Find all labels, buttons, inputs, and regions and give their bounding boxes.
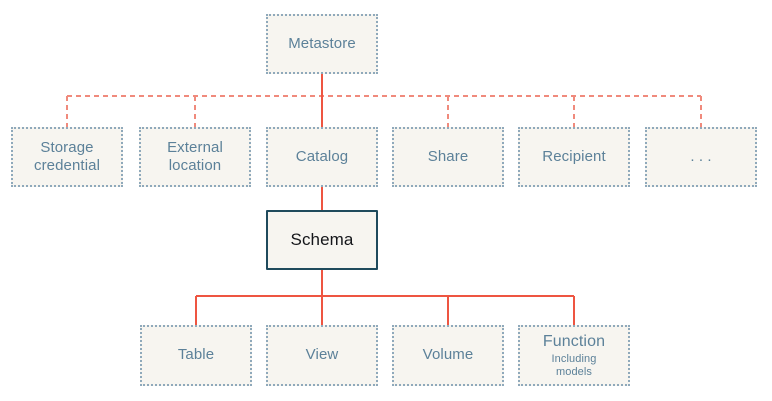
node-view-label: View xyxy=(305,346,339,364)
node-function-sublabel: Including models xyxy=(551,352,597,378)
node-table[interactable]: Table xyxy=(140,325,252,386)
node-external-location-label: External location xyxy=(167,138,223,174)
node-function-label: Function xyxy=(542,333,606,351)
node-catalog-label: Catalog xyxy=(295,147,349,165)
node-table-label: Table xyxy=(177,346,215,364)
node-storage-credential[interactable]: Storage credential xyxy=(11,127,123,187)
node-more-ellipsis-label: . . . xyxy=(690,147,712,165)
node-storage-credential-label: Storage credential xyxy=(33,138,101,174)
node-recipient-label: Recipient xyxy=(542,147,606,165)
node-metastore[interactable]: Metastore xyxy=(266,14,378,74)
node-function[interactable]: Function Including models xyxy=(518,325,630,386)
node-metastore-label: Metastore xyxy=(288,34,356,52)
node-volume-label: Volume xyxy=(422,346,474,364)
node-schema-label: Schema xyxy=(290,229,354,249)
node-share[interactable]: Share xyxy=(392,127,504,187)
node-volume[interactable]: Volume xyxy=(392,325,504,386)
node-view[interactable]: View xyxy=(266,325,378,386)
node-recipient[interactable]: Recipient xyxy=(518,127,630,187)
node-more-ellipsis[interactable]: . . . xyxy=(645,127,757,187)
node-schema[interactable]: Schema xyxy=(266,210,378,270)
node-share-label: Share xyxy=(427,147,469,165)
node-external-location[interactable]: External location xyxy=(139,127,251,187)
node-catalog[interactable]: Catalog xyxy=(266,127,378,187)
